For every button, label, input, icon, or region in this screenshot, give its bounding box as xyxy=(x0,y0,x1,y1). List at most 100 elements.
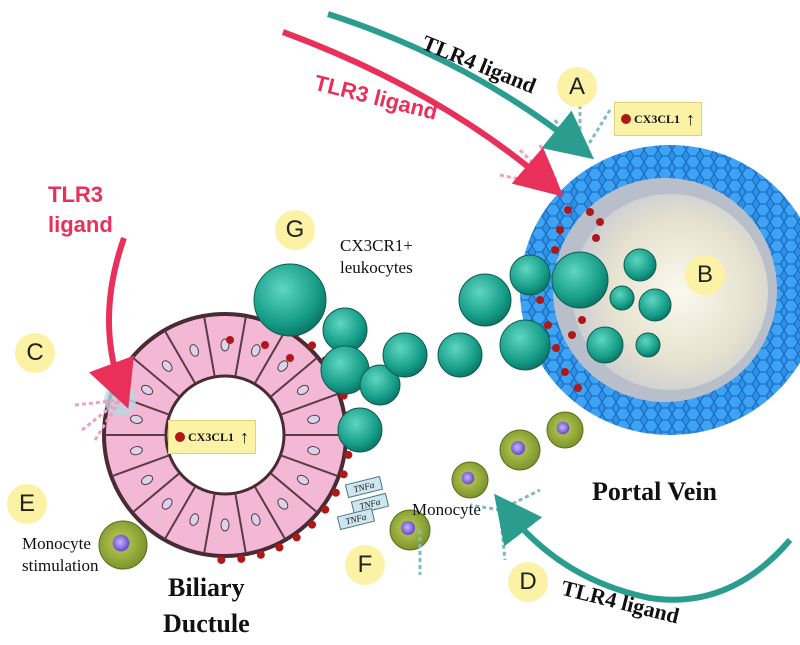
cx3cl1-biliary-box: CX3CL1 ↑ xyxy=(168,420,257,454)
tlr3-ligand-left-label: TLR3 ligand xyxy=(48,182,113,237)
cell-wall xyxy=(203,316,216,377)
cell-wall xyxy=(281,393,339,416)
marker-e: E xyxy=(7,484,47,524)
cell-nucleus xyxy=(296,384,310,396)
leukocyte xyxy=(253,263,327,337)
cx3cl1-dot xyxy=(561,368,569,376)
cx3cr1-leukocytes xyxy=(253,248,672,453)
marker-b: B xyxy=(685,255,725,295)
cx3cl1-dot xyxy=(578,316,586,324)
cell-wall xyxy=(254,486,286,540)
monocytes xyxy=(98,411,584,570)
cx3cl1-dot xyxy=(592,234,600,242)
marker-g: G xyxy=(275,210,315,250)
cell-wall xyxy=(111,454,169,477)
marker-f: F xyxy=(345,545,385,585)
leukocyte xyxy=(623,248,657,282)
cx3cl1-dot xyxy=(596,218,604,226)
cell-nucleus xyxy=(307,446,321,456)
cx3cl1-dot xyxy=(321,505,330,514)
cx3cl1-dot xyxy=(331,488,340,497)
leukocyte xyxy=(322,307,368,353)
cell-wall xyxy=(164,486,196,540)
cx3cl1-portal-box: CX3CL1 ↑ xyxy=(614,102,703,136)
cx3cl1-dot-icon xyxy=(621,114,631,124)
cx3cl1-dot xyxy=(275,543,284,552)
monocyte-stimulation-label: Monocyte stimulation xyxy=(22,534,99,575)
cell-wall xyxy=(234,493,247,554)
cell-nucleus xyxy=(296,474,310,486)
marker-d: D xyxy=(508,562,548,602)
portal-vein-label: Portal Vein xyxy=(592,477,717,506)
leukocyte xyxy=(437,332,483,378)
cx3cl1-dot-icon xyxy=(175,432,185,442)
cx3cl1-portal-label: CX3CL1 xyxy=(634,111,681,126)
cx3cl1-dot xyxy=(308,520,317,529)
monocyte-nucleus xyxy=(401,521,415,535)
cx3cl1-dot xyxy=(217,555,226,564)
leukocyte xyxy=(458,273,512,327)
cell-nucleus xyxy=(189,513,200,526)
cell-nucleus xyxy=(277,360,289,372)
cell-wall xyxy=(270,357,318,398)
tlr4-bottom-arrow xyxy=(494,493,793,603)
up-arrow-icon: ↑ xyxy=(686,108,696,129)
leukocyte xyxy=(499,319,551,371)
monocyte-nucleus xyxy=(461,471,475,485)
cx3cl1-dot xyxy=(574,384,582,392)
cx3cl1-dot xyxy=(292,533,301,542)
cell-nucleus xyxy=(140,474,154,486)
biliary-ductule xyxy=(102,311,354,564)
cell-nucleus xyxy=(250,513,261,526)
cell-nucleus xyxy=(307,414,321,424)
cx3cl1-dot xyxy=(568,331,576,339)
cx3cl1-dot xyxy=(551,246,559,254)
cx3cl1-dot xyxy=(256,550,265,559)
leukocyte xyxy=(509,254,551,296)
leukocyte xyxy=(609,285,635,311)
up-arrow-icon: ↑ xyxy=(240,426,250,447)
cell-wall xyxy=(203,493,216,554)
biliary-ductule-label: Biliary Ductule xyxy=(163,573,250,638)
leukocyte xyxy=(382,332,428,378)
cx3cl1-dot xyxy=(339,470,348,479)
cell-wall xyxy=(234,316,247,377)
cell-nucleus xyxy=(189,344,200,357)
cell-nucleus xyxy=(129,414,143,424)
cx3cl1-dot xyxy=(286,354,294,362)
cell-nucleus xyxy=(161,498,173,510)
tlr4-top-arrow xyxy=(327,11,595,160)
cell-wall xyxy=(281,454,339,477)
leukocyte xyxy=(635,332,661,358)
cell-wall xyxy=(132,472,180,513)
cell-wall xyxy=(132,357,180,398)
marker-c: C xyxy=(15,333,55,373)
cell-nucleus xyxy=(161,360,173,372)
cx3cl1-dot xyxy=(552,344,560,352)
monocyte-nucleus xyxy=(511,441,525,455)
cell-nucleus xyxy=(277,498,289,510)
cx3cl1-dot xyxy=(564,206,572,214)
cx3cl1-dot xyxy=(344,450,353,459)
monocyte-nucleus xyxy=(112,534,130,552)
cell-wall xyxy=(164,330,196,384)
leukocyte xyxy=(638,288,672,322)
leukocyte xyxy=(551,251,609,309)
cx3cl1-dot xyxy=(237,554,246,563)
cell-wall xyxy=(254,330,286,384)
monocyte-nucleus xyxy=(556,421,570,435)
cell-nucleus xyxy=(220,518,230,532)
cx3cl1-dot xyxy=(544,321,552,329)
cx3cl1-dot xyxy=(308,341,317,350)
cell-nucleus xyxy=(250,344,261,357)
cx3cl1-biliary-label: CX3CL1 xyxy=(188,429,235,444)
cx3cl1-dot xyxy=(556,226,564,234)
cell-nucleus xyxy=(129,446,143,456)
cx3cl1-dot xyxy=(261,341,269,349)
cx3cl1-dot xyxy=(536,296,544,304)
cx3cl1-dot xyxy=(226,336,234,344)
monocyte-label: Monocyte xyxy=(412,500,481,519)
cx3cl1-dot xyxy=(586,208,594,216)
